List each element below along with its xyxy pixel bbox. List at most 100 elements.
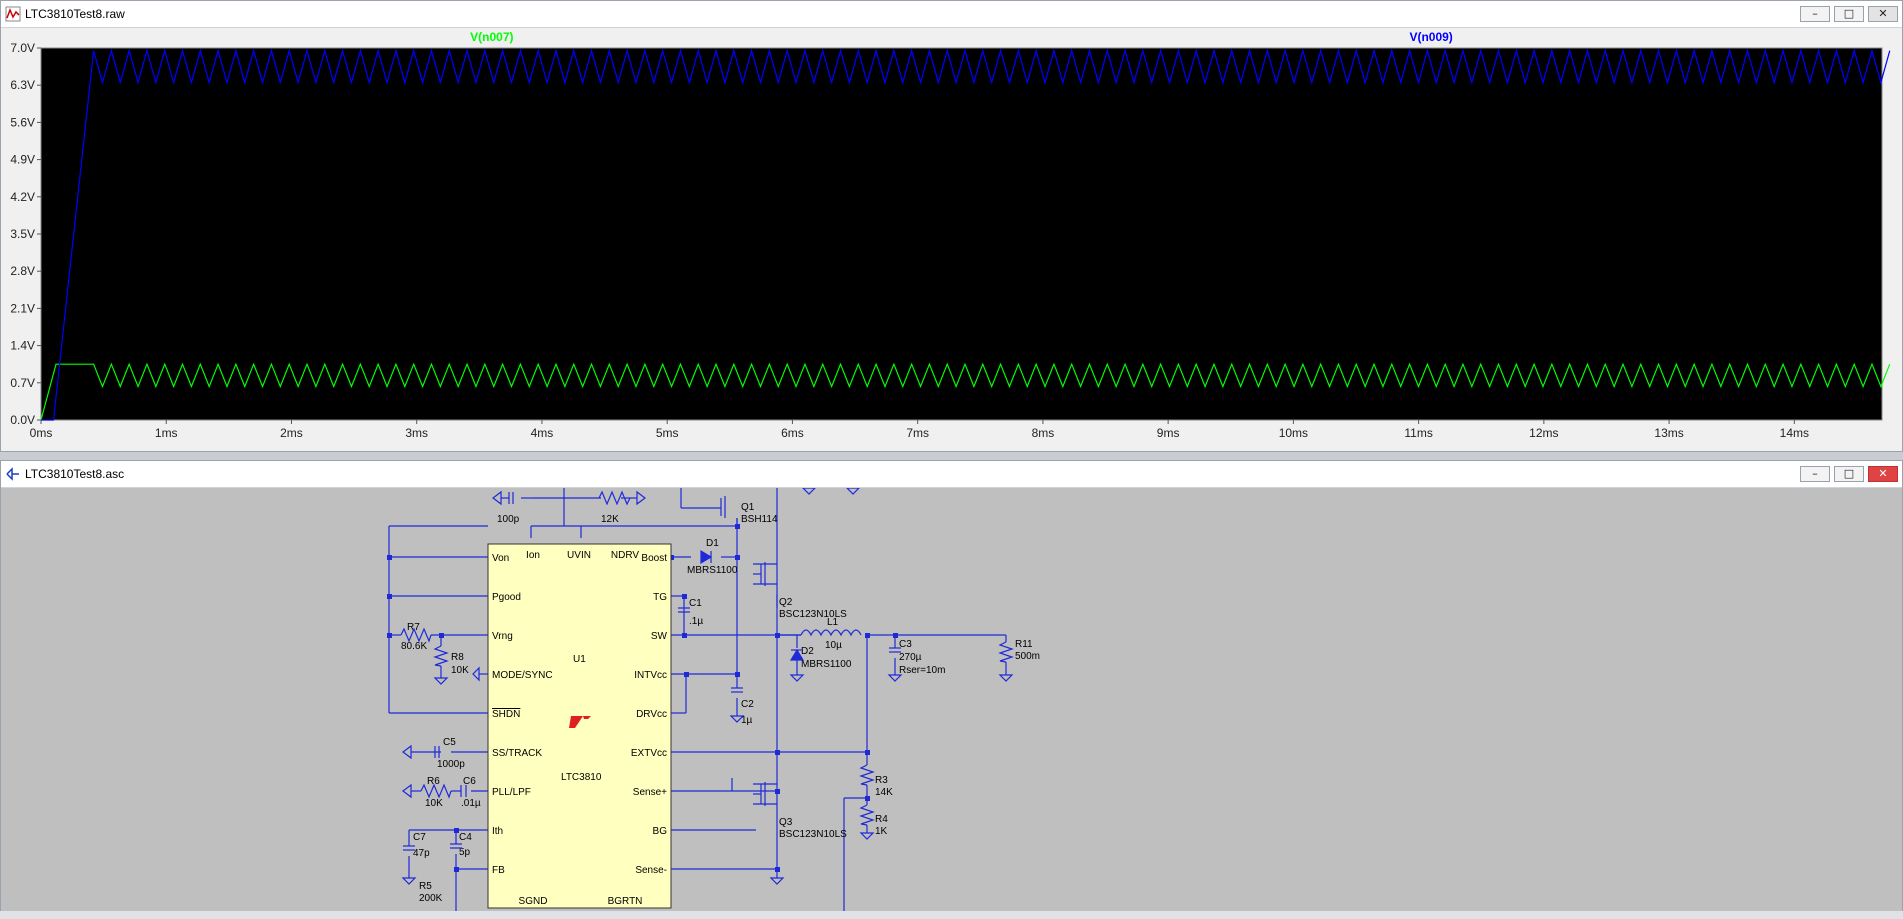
component-value: 10K (451, 665, 469, 676)
component-value: 5p (459, 847, 471, 858)
component-value: .01µ (461, 798, 481, 809)
schematic-window[interactable]: LTC3810Test8.asc – □ ✕ (0, 460, 1903, 911)
minimize-button[interactable]: – (1800, 466, 1830, 482)
pin-label-right: Boost (641, 553, 667, 564)
pin-label-top: NDRV (611, 550, 639, 561)
schematic-canvas[interactable]: VonPgoodVrngMODE/SYNCSHDNSS/TRACKPLL/LPF… (1, 488, 1902, 911)
y-tick-label: 6.3V (10, 78, 35, 92)
waveform-icon (5, 6, 21, 22)
component-value: 14K (875, 787, 893, 798)
junction-dots (387, 524, 898, 872)
waveform-window-title: LTC3810Test8.raw (25, 7, 125, 21)
component-ref: Q3 (779, 817, 793, 828)
y-tick-label: 5.6V (10, 115, 35, 129)
component-value: 47p (413, 848, 430, 859)
trace-v-n009[interactable] (41, 48, 1891, 421)
legend-series-0[interactable]: V(n007) (470, 30, 513, 44)
pin-label-left: PLL/LPF (492, 787, 531, 798)
pin-label-top: UVIN (567, 550, 591, 561)
x-tick-label: 13ms (1654, 426, 1683, 440)
component-ref: C1 (689, 598, 702, 609)
pin-label-right: INTVcc (634, 670, 667, 681)
waveform-plot[interactable]: 0.0V0.7V1.4V2.1V2.8V3.5V4.2V4.9V5.6V6.3V… (1, 28, 1902, 451)
pin-label-right: SW (651, 631, 668, 642)
y-tick-label: 3.5V (10, 227, 35, 241)
x-tick-label: 8ms (1032, 426, 1055, 440)
x-tick-label: 10ms (1279, 426, 1308, 440)
component-ref: R4 (875, 814, 888, 825)
component-value: 80.6K (401, 641, 427, 652)
component-ref: D2 (801, 646, 814, 657)
waveform-titlebar[interactable]: LTC3810Test8.raw – □ ✕ (1, 1, 1902, 28)
y-tick-label: 4.9V (10, 153, 35, 167)
legend-series-1[interactable]: V(n009) (1409, 30, 1452, 44)
component-ref: Q2 (779, 597, 793, 608)
close-button[interactable]: ✕ (1868, 466, 1898, 482)
x-tick-label: 12ms (1529, 426, 1558, 440)
schematic-titlebar[interactable]: LTC3810Test8.asc – □ ✕ (1, 461, 1902, 488)
component-value: 1000p (437, 759, 465, 770)
symbols (400, 488, 1014, 885)
component-ref: C5 (443, 737, 456, 748)
component-ref: R6 (427, 776, 440, 787)
component-ref: R5 (419, 881, 432, 892)
component-ref: R3 (875, 775, 888, 786)
plot-area[interactable] (40, 47, 1883, 421)
pin-label-left: MODE/SYNC (492, 670, 553, 681)
component-value: BSC123N10LS (779, 829, 847, 840)
component-value: 200K (419, 893, 443, 904)
ic-body[interactable] (487, 543, 672, 909)
pin-label-right: Sense+ (633, 787, 667, 798)
y-tick-label: 4.2V (10, 190, 35, 204)
component-ref: R11 (1015, 639, 1033, 650)
x-tick-label: 14ms (1780, 426, 1809, 440)
x-tick-label: 1ms (155, 426, 178, 440)
component-ref: Q1 (741, 502, 755, 513)
minimize-button[interactable]: – (1800, 6, 1830, 22)
pin-label-right: TG (653, 592, 667, 603)
component-ref: C7 (413, 832, 426, 843)
restore-button[interactable]: □ (1834, 466, 1864, 482)
pin-label-right: DRVcc (636, 709, 667, 720)
pin-label-right: EXTVcc (631, 748, 667, 759)
schematic-icon (6, 467, 19, 481)
ic-part: LTC3810 (561, 772, 602, 783)
component-value: BSC123N10LS (779, 609, 847, 620)
component-value: 500m (1015, 651, 1040, 662)
component-ref: R7 (407, 622, 420, 633)
y-tick-label: 0.7V (10, 376, 35, 390)
y-tick-label: 0.0V (10, 413, 35, 427)
component-extra: Rser=10m (899, 665, 945, 676)
x-tick-label: 5ms (656, 426, 679, 440)
component-labels: Q1BSH114Q2BSC123N10LSQ3BSC123N10LSD1MBRS… (401, 502, 1040, 904)
pin-label-left: FB (492, 865, 505, 876)
component-value: .1µ (689, 616, 703, 627)
y-tick-label: 2.8V (10, 264, 35, 278)
x-tick-label: 4ms (531, 426, 554, 440)
x-tick-label: 0ms (30, 426, 53, 440)
pin-label-bottom: BGRTN (608, 896, 643, 907)
wires (388, 488, 1007, 911)
restore-button[interactable]: □ (1834, 6, 1864, 22)
pin-label-left: Ith (492, 826, 503, 837)
trace-v-n007[interactable] (40, 362, 1891, 421)
component-value: 12K (601, 514, 619, 525)
component-ref: D1 (706, 538, 719, 549)
pin-label-bottom: SGND (519, 896, 548, 907)
component-ref: L1 (827, 617, 839, 628)
y-tick-label: 2.1V (10, 301, 35, 315)
component-value: 10µ (825, 640, 842, 651)
pin-label-left: Pgood (492, 592, 521, 603)
component-value: MBRS1100 (801, 659, 852, 670)
schematic-window-title: LTC3810Test8.asc (25, 467, 125, 481)
pin-label-top: Ion (526, 550, 540, 561)
pin-label-right: Sense- (635, 865, 667, 876)
close-button[interactable]: ✕ (1868, 6, 1898, 22)
component-value: 10K (425, 798, 443, 809)
x-tick-label: 3ms (405, 426, 428, 440)
y-tick-label: 7.0V (10, 41, 35, 55)
component-ref: C6 (463, 776, 476, 787)
pin-label-left: Von (492, 553, 509, 564)
ic-ref: U1 (573, 654, 586, 665)
